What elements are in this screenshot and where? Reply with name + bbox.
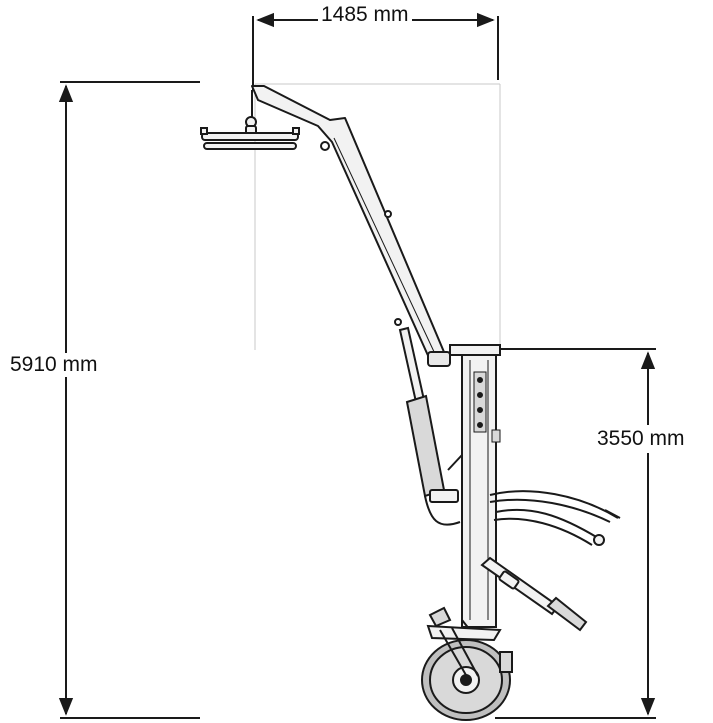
boom-arm: [251, 85, 451, 367]
mast-height-dimension-label: 3550 mm: [597, 425, 685, 453]
total-height-dimension-label: 5910 mm: [10, 353, 98, 377]
caster-wheel: [421, 606, 513, 721]
width-dimension-line: [252, 12, 499, 90]
mast-column: [429, 344, 501, 631]
hydraulic-cylinder: [398, 326, 461, 526]
hydraulic-hoses: [489, 490, 621, 546]
width-dimension-label: 1485 mm: [318, 3, 412, 27]
hook-assembly: [200, 90, 300, 150]
mast-height-dimension-line: [495, 348, 656, 719]
support-strut: [480, 556, 588, 632]
total-height-dimension-line: [58, 81, 200, 719]
